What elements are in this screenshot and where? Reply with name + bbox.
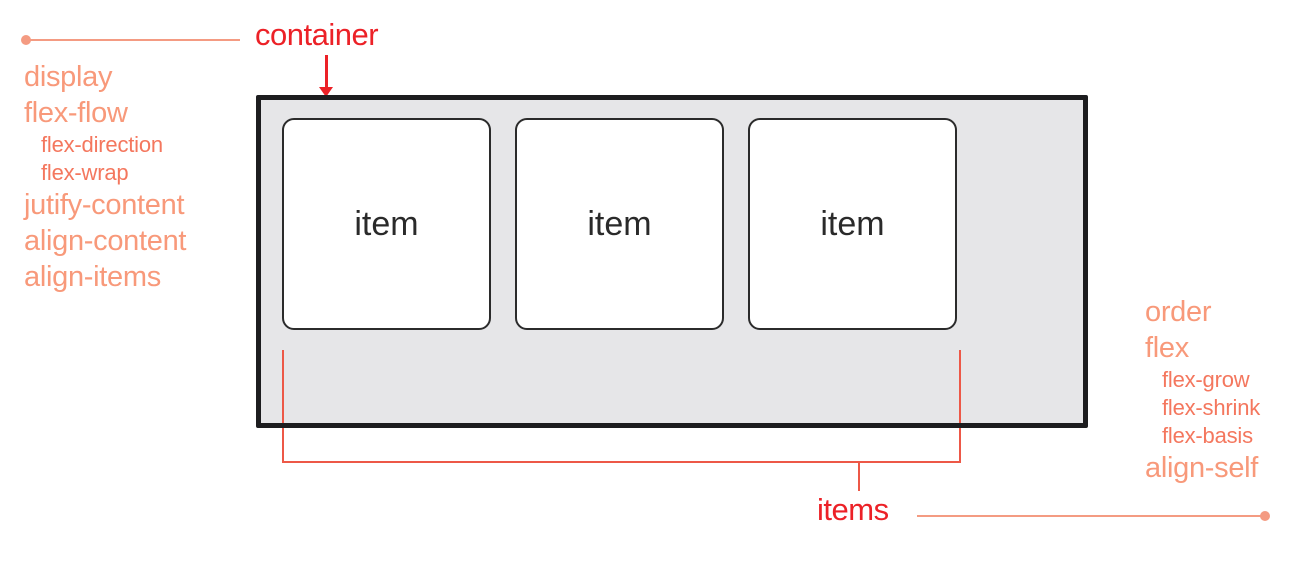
property-flex-wrap: flex-wrap: [41, 160, 129, 185]
property-justify-content: jutify-content: [24, 189, 185, 221]
flex-item-label: item: [354, 204, 419, 243]
property-flex-flow: flex-flow: [24, 97, 128, 129]
property-flex-shrink: flex-shrink: [1162, 395, 1261, 420]
property-align-self: align-self: [1145, 452, 1259, 484]
flex-item: item: [282, 118, 491, 330]
items-connector-dot: [1260, 511, 1270, 521]
property-display: display: [24, 61, 113, 93]
property-align-items: align-items: [24, 261, 161, 293]
items-label: items: [817, 492, 889, 527]
flex-item: item: [515, 118, 724, 330]
items-bracket-stub-right: [959, 350, 961, 423]
property-align-content: align-content: [24, 225, 187, 257]
items-bracket-right: [959, 428, 961, 463]
item-properties-list: order flex flex-grow flex-shrink flex-ba…: [1145, 294, 1260, 486]
items-bracket-left: [282, 428, 284, 463]
flex-container-box: item item item: [256, 95, 1088, 428]
property-flex-grow: flex-grow: [1162, 367, 1250, 392]
container-arrow-head-icon: [319, 87, 333, 97]
items-connector-line: [917, 515, 1263, 517]
property-flex-basis: flex-basis: [1162, 423, 1253, 448]
flex-item-label: item: [587, 204, 652, 243]
container-label: container: [255, 17, 379, 52]
container-connector-line: [26, 39, 240, 41]
property-flex-direction: flex-direction: [41, 132, 163, 157]
items-bracket-horizontal: [282, 461, 961, 463]
flex-item: item: [748, 118, 957, 330]
items-bracket-tick: [858, 461, 860, 491]
property-flex: flex: [1145, 332, 1189, 364]
property-order: order: [1145, 296, 1212, 328]
flex-item-label: item: [820, 204, 885, 243]
items-bracket-stub-left: [282, 350, 284, 423]
container-properties-list: display flex-flow flex-direction flex-wr…: [24, 59, 186, 295]
container-arrow: [325, 55, 328, 89]
